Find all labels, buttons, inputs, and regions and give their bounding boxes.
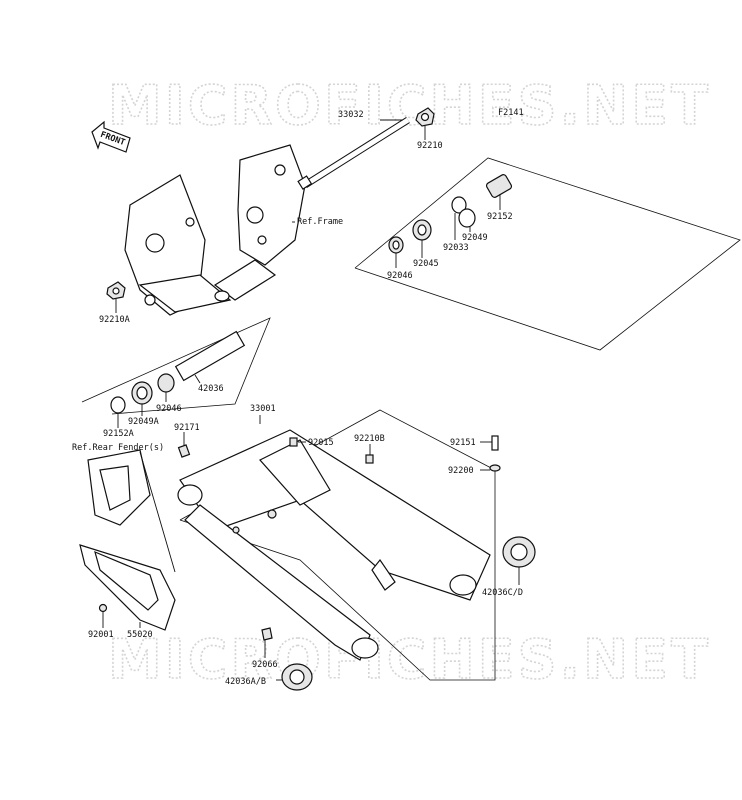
label-42036ab: 42036A/B <box>225 677 266 687</box>
label-42036: 42036 <box>198 384 224 394</box>
swingarm <box>177 429 491 661</box>
hardware-pieces <box>177 435 536 691</box>
label-55020: 55020 <box>127 630 153 640</box>
label-92066: 92066 <box>252 660 278 670</box>
label-92151: 92151 <box>450 438 476 448</box>
label-42036cd: 42036C/D <box>482 588 523 598</box>
label-92033: 92033 <box>443 243 469 253</box>
watermark-top: MICROFICHES.NET <box>108 74 711 137</box>
pivot-shaft <box>297 117 410 190</box>
label-33032: 33032 <box>338 110 364 120</box>
label-33001: 33001 <box>250 404 276 414</box>
label-92046-mid: 92046 <box>156 404 182 414</box>
label-92049: 92049 <box>462 233 488 243</box>
bearing-stack-right <box>388 174 513 254</box>
front-arrow-icon: FRONT <box>91 120 131 153</box>
label-92045: 92045 <box>413 259 439 269</box>
label-92152: 92152 <box>487 212 513 222</box>
label-ref-rear-fender: Ref.Rear Fender(s) <box>72 443 164 453</box>
label-92200: 92200 <box>448 466 474 476</box>
watermark-bottom: MICROFICHES.NET <box>108 628 711 691</box>
label-92152a: 92152A <box>103 429 134 439</box>
label-92001: 92001 <box>88 630 114 640</box>
leader-lines <box>102 119 520 681</box>
nut-92210 <box>415 107 435 127</box>
label-92049a: 92049A <box>128 417 159 427</box>
label-ref-frame: Ref.Frame <box>297 217 343 227</box>
group-outlines <box>81 157 741 681</box>
bearing-stack-left <box>110 330 246 414</box>
label-92015: 92015 <box>308 438 334 448</box>
rear-fender-bracket <box>87 449 151 526</box>
label-92210: 92210 <box>417 141 443 151</box>
frame-plate-right <box>213 144 306 302</box>
label-92171: 92171 <box>174 423 200 433</box>
label-92210a: 92210A <box>99 315 130 325</box>
figure-code: F2141 <box>498 108 524 118</box>
label-92046-top: 92046 <box>387 271 413 281</box>
label-92210b: 92210B <box>354 434 385 444</box>
frame-plate-left <box>124 174 232 316</box>
nut-92210a <box>106 281 126 300</box>
chain-guard <box>79 544 176 631</box>
